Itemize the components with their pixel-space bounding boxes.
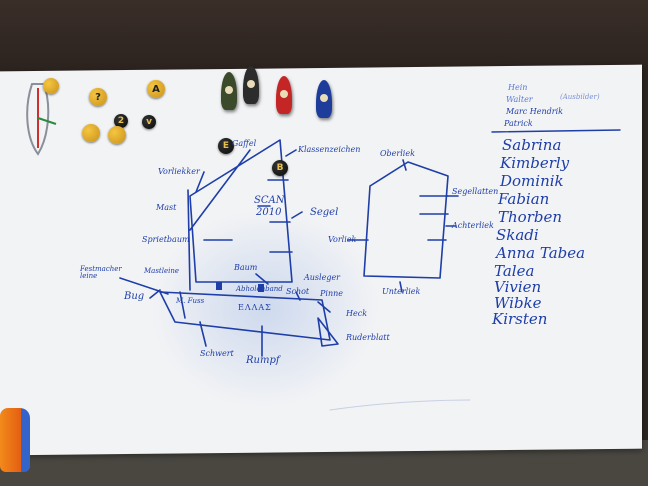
label-tiller: Pinne bbox=[320, 289, 343, 298]
group-header-line4: Patrick bbox=[504, 119, 533, 128]
student-name: Talea bbox=[494, 262, 535, 280]
second-sail-outline bbox=[363, 161, 449, 279]
label-boom: Baum bbox=[234, 263, 258, 272]
group-header-line1: Hein bbox=[508, 83, 528, 92]
student-name: Dominik bbox=[500, 172, 564, 190]
magnet-label: A bbox=[147, 80, 165, 98]
magnet-label: 2 bbox=[114, 114, 128, 128]
label-battens: Segellatten bbox=[452, 187, 499, 196]
label-class-sign: Klassenzeichen bbox=[298, 145, 361, 154]
label-mast-foot: M. Fuss bbox=[176, 297, 205, 305]
label-boom-fitting: Abholenband bbox=[236, 285, 283, 293]
label-forward-leech: Vorliekker bbox=[158, 167, 200, 176]
student-name: Sabrina bbox=[502, 136, 562, 154]
boat-magnet-green bbox=[221, 72, 237, 110]
group-header-aside: (Ausbilder) bbox=[560, 93, 600, 101]
student-name: Kirsten bbox=[492, 310, 548, 328]
label-mast-line: Festmacher leine bbox=[80, 265, 122, 280]
label-sail-year: 2010 bbox=[256, 207, 282, 218]
group-header-line3: Marc Hendrik bbox=[506, 107, 564, 116]
label-luff: Vorliek bbox=[328, 235, 357, 244]
label-mast: Mast bbox=[156, 203, 177, 212]
label-boat-name: ΕΛΛΑΣ bbox=[238, 303, 272, 312]
magnet-round bbox=[82, 124, 100, 142]
label-hull: Rumpf bbox=[246, 355, 280, 366]
magnet-label: v bbox=[142, 115, 156, 129]
student-name: Thorben bbox=[498, 208, 563, 226]
boat-magnet-black bbox=[243, 66, 259, 104]
label-centerboard: Schwert bbox=[200, 349, 234, 358]
label-leech: Achterliek bbox=[452, 221, 494, 230]
label-bow: Bug bbox=[124, 291, 145, 302]
label-sail-name: SCAN bbox=[254, 195, 285, 206]
magnet-round bbox=[108, 126, 126, 144]
label-upper-leech: Oberliek bbox=[380, 149, 415, 158]
group-header-line2: Walter bbox=[506, 95, 533, 104]
detergent-bottle bbox=[0, 408, 30, 472]
label-rudder-blade: Ruderblatt bbox=[346, 333, 390, 342]
label-sprit: Sprietbaum bbox=[142, 235, 190, 244]
hull-outline bbox=[159, 291, 331, 341]
small-boat-sketch bbox=[26, 83, 57, 156]
label-centerline: Mastleine bbox=[144, 267, 180, 275]
student-name: Skadi bbox=[496, 226, 539, 244]
label-sch: Schot bbox=[286, 287, 310, 296]
label-gaff: Gaffel bbox=[232, 139, 257, 148]
gaff-line bbox=[189, 149, 251, 231]
label-stern: Heck bbox=[346, 309, 368, 318]
boat-magnet-red bbox=[276, 76, 292, 114]
magnet-label: B bbox=[272, 160, 288, 176]
student-name: Kimberly bbox=[500, 154, 570, 172]
student-name: Wibke bbox=[494, 294, 542, 312]
boat-magnet-blue bbox=[316, 80, 332, 118]
label-foot: Unterliek bbox=[382, 287, 421, 296]
magnet-round bbox=[43, 78, 59, 94]
mast-line bbox=[187, 189, 191, 291]
student-name: Fabian bbox=[498, 190, 550, 208]
magnet-label: E bbox=[218, 138, 234, 154]
label-outrigger: Ausleger bbox=[304, 273, 341, 282]
label-sail: Segel bbox=[310, 207, 339, 218]
student-name: Vivien bbox=[494, 278, 542, 296]
student-name: Anna Tabea bbox=[496, 244, 586, 262]
mainsail-outline bbox=[189, 139, 293, 283]
magnet-label: ? bbox=[89, 88, 107, 106]
